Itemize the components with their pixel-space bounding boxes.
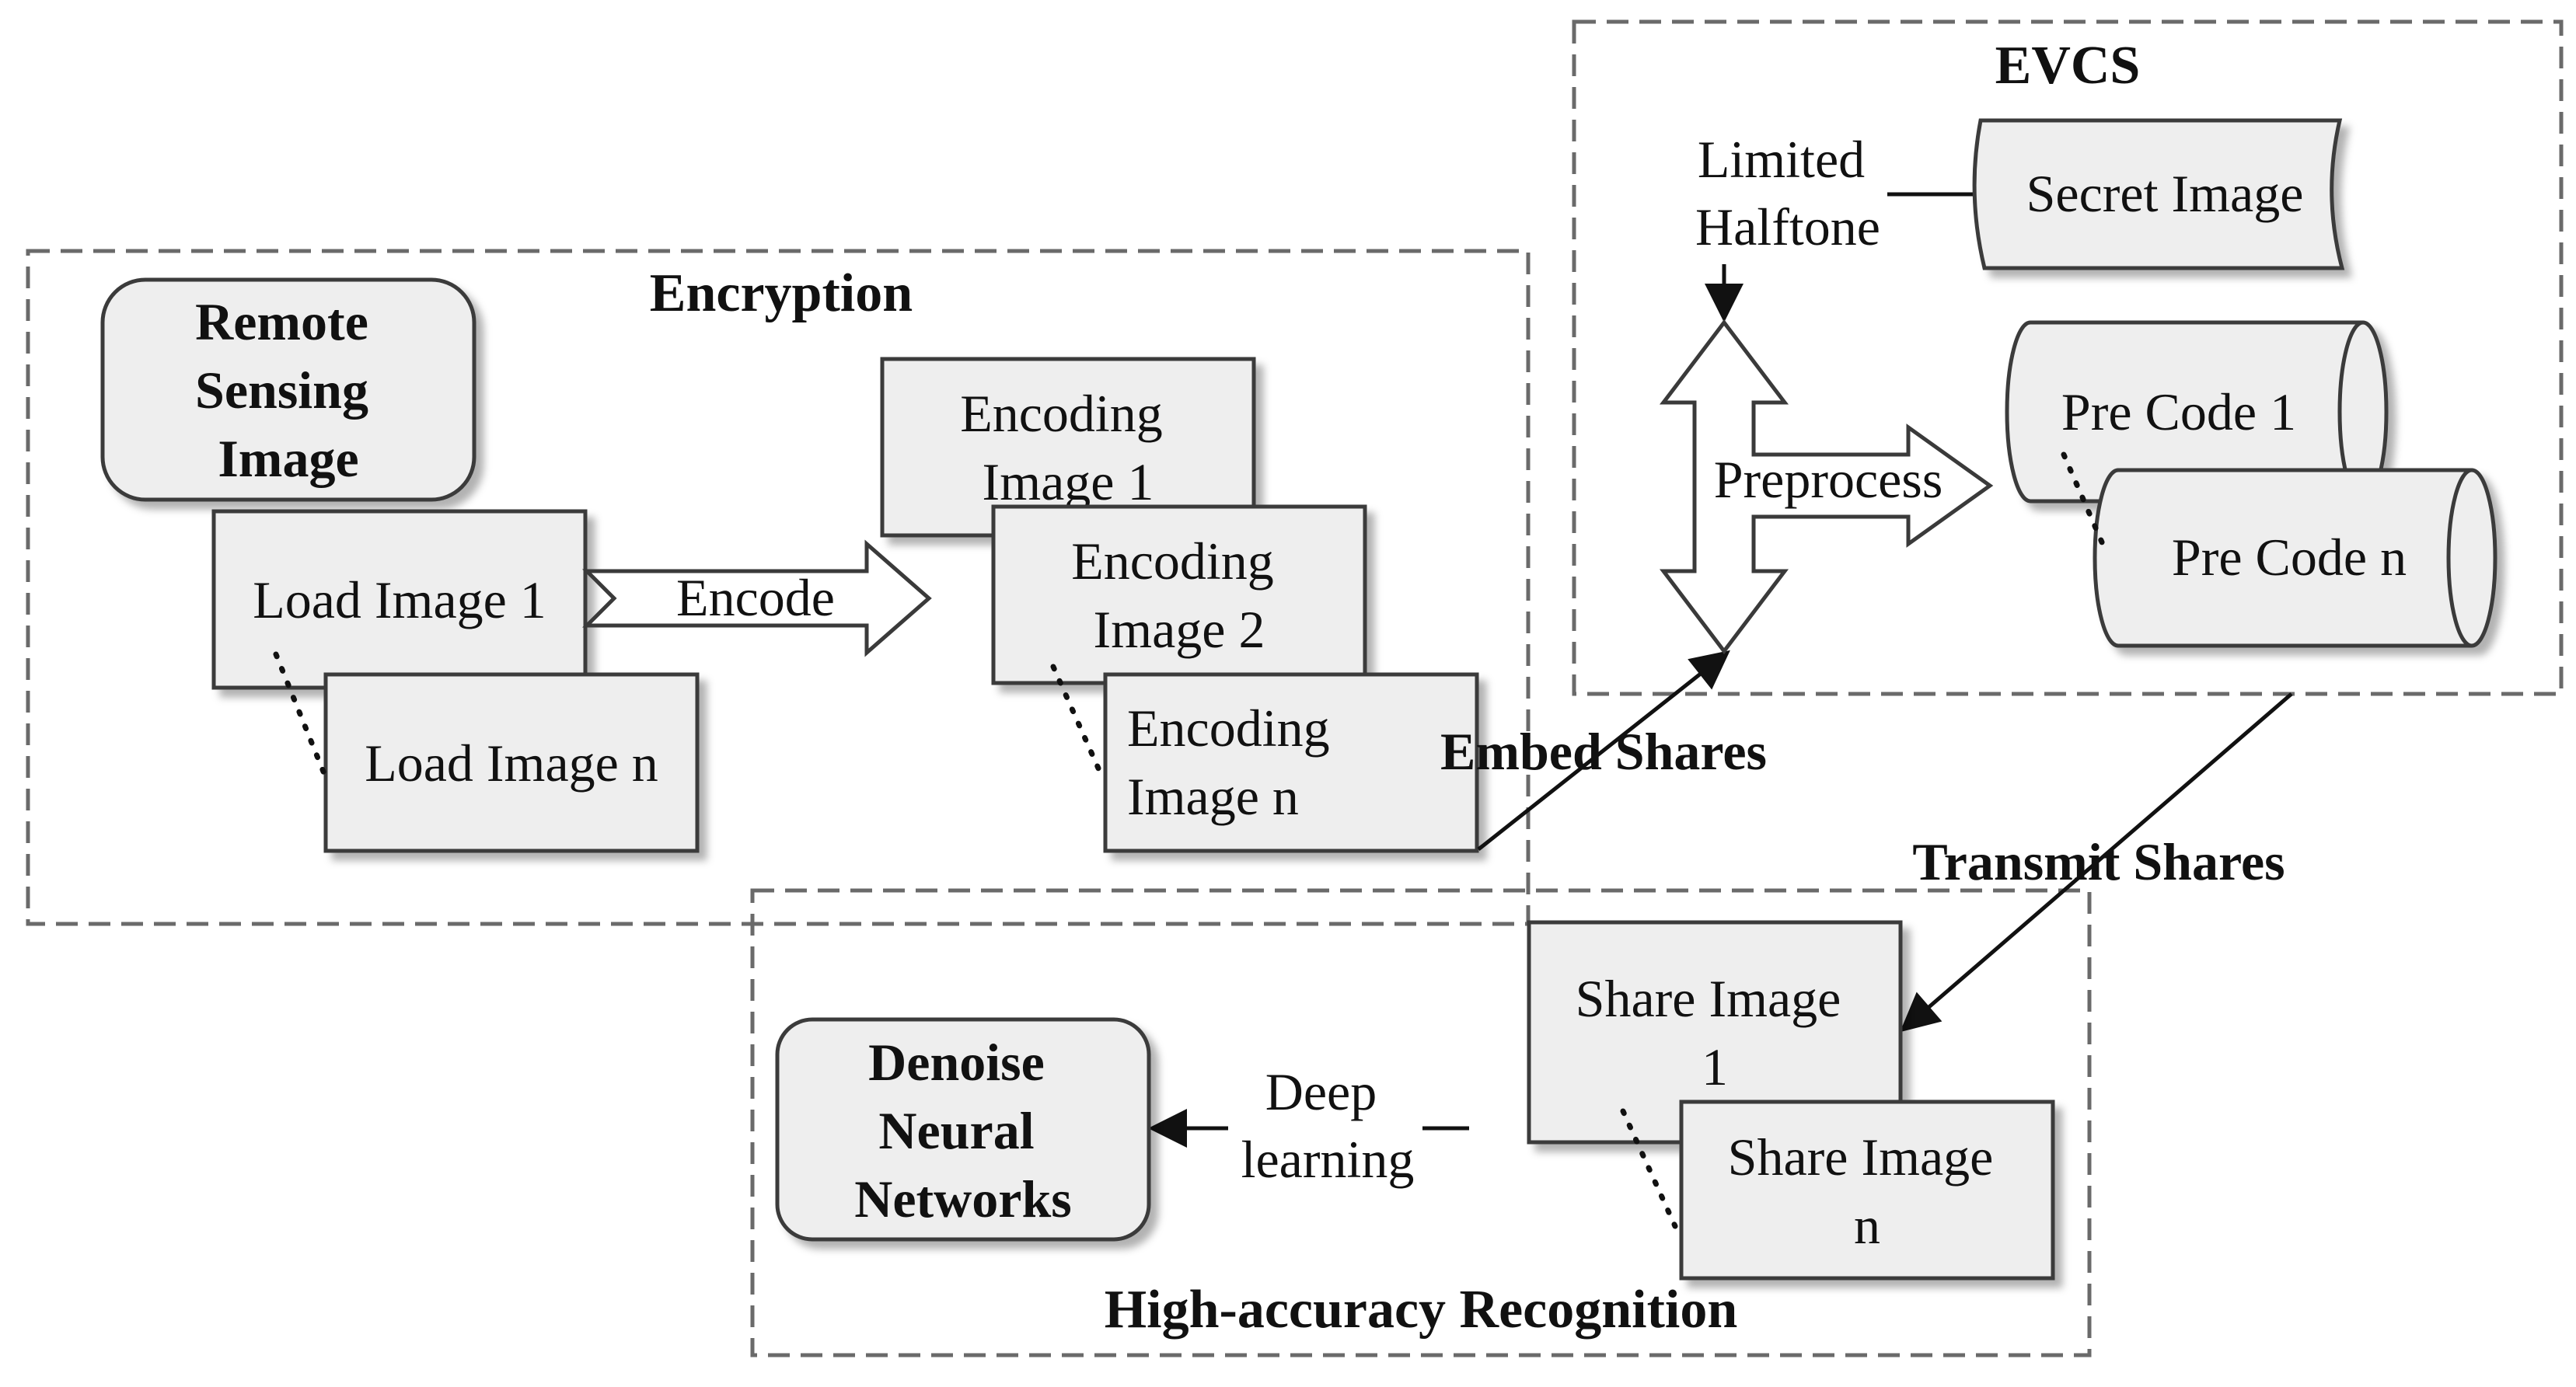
encryption-frame [26, 249, 1531, 926]
share-image-n-node: Share Image n [1679, 1099, 2055, 1281]
svg-text:Encoding Image 1: Encoding Image 1 [960, 384, 1176, 511]
svg-text:Encoding Image 2: Encoding Image 2 [1071, 531, 1287, 659]
recognition-frame [750, 888, 2092, 1357]
denoise-neural-networks-node: Denoise Neural Networks [775, 1017, 1151, 1242]
pre-code-n-node: Pre Code n [2093, 468, 2497, 648]
svg-text:Pre Code 1: Pre Code 1 [2061, 382, 2296, 441]
secret-image-node: Secret Image [1972, 118, 2345, 270]
load-ellipsis-dots [273, 651, 328, 779]
embed-shares-label: Embed Shares [1440, 722, 1767, 781]
limited-halftone-label: Limited Halftone [1695, 130, 1880, 256]
transmit-shares-arrow [1900, 692, 2293, 1033]
encoding-image-n-node: Encoding Image n [1103, 672, 1479, 853]
transmit-shares-label: Transmit Shares [1912, 832, 2285, 891]
svg-text:Encoding Image n: Encoding Image n [1127, 699, 1343, 826]
svg-text:Share Image n: Share Image n [1728, 1127, 2007, 1255]
deep-learning-label: Deep learning [1241, 1062, 1415, 1189]
svg-text:Secret Image: Secret Image [2026, 164, 2304, 223]
svg-text:Preprocess: Preprocess [1714, 450, 1943, 509]
evcs-title: EVCS [1995, 36, 2141, 96]
embed-shares-arrow [1477, 650, 1730, 851]
pre-code-1-node: Pre Code 1 [2005, 320, 2389, 504]
preprocess-arrow: Preprocess [1659, 319, 1994, 655]
encoding-ellipsis-dots [1050, 664, 1105, 780]
svg-text:Denoise Neural Net: Denoise Neural Networks [854, 1033, 1072, 1228]
remote-sensing-image-node: Remote Sensing Image [100, 277, 476, 502]
svg-text:Remote Sensing Ima: Remote Sensing Image [195, 292, 382, 488]
load-image-1-node: Load Image 1 [211, 509, 588, 690]
encode-arrow: Encode [581, 539, 932, 657]
load-image-n-node: Load Image n [323, 672, 700, 853]
precode-ellipsis-dots [2061, 451, 2106, 547]
evcs-frame [1572, 19, 2564, 696]
svg-text:Encode: Encode [676, 568, 835, 627]
encryption-title: Encryption [650, 263, 913, 323]
svg-text:Load Image n: Load Image n [365, 734, 658, 793]
svg-text:Pre Code n: Pre Code n [2172, 528, 2407, 587]
encoding-image-2-node: Encoding Image 2 [991, 504, 1367, 685]
recognition-title: High-accuracy Recognition [1105, 1280, 1738, 1340]
svg-text:Share Image 1: Share Image 1 [1576, 969, 1855, 1096]
share-ellipsis-dots [1620, 1108, 1678, 1229]
svg-text:Load Image 1: Load Image 1 [253, 570, 546, 629]
